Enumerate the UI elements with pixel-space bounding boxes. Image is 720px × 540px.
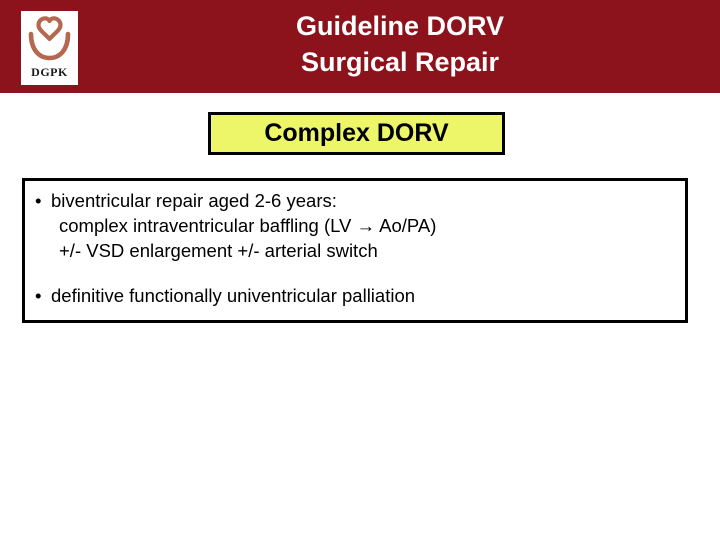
header-band: DGPK Guideline DORV Surgical Repair [0,0,720,93]
list-item: biventricular repair aged 2-6 years: com… [33,188,679,263]
bullet-list: biventricular repair aged 2-6 years: com… [33,188,679,308]
bullet-line: +/- VSD enlargement +/- arterial switch [59,240,378,261]
bullet-line: definitive functionally univentricular p… [33,283,679,308]
page-title: Guideline DORV Surgical Repair [150,8,650,80]
bullet-line: complex intraventricular baffling (LV → … [59,215,437,236]
content-box: biventricular repair aged 2-6 years: com… [22,178,688,323]
section-heading-label: Complex DORV [264,119,449,147]
dgpk-logo-caption: DGPK [31,65,68,79]
bullet-line: biventricular repair aged 2-6 years: [33,188,679,213]
dgpk-heart-arc-icon [28,16,71,61]
page-title-line-1: Guideline DORV [295,11,505,41]
list-item: definitive functionally univentricular p… [33,283,679,308]
section-heading-box: Complex DORV [208,112,505,155]
page-title-line-2: Surgical Repair [300,47,500,77]
dgpk-logo: DGPK [21,11,78,85]
